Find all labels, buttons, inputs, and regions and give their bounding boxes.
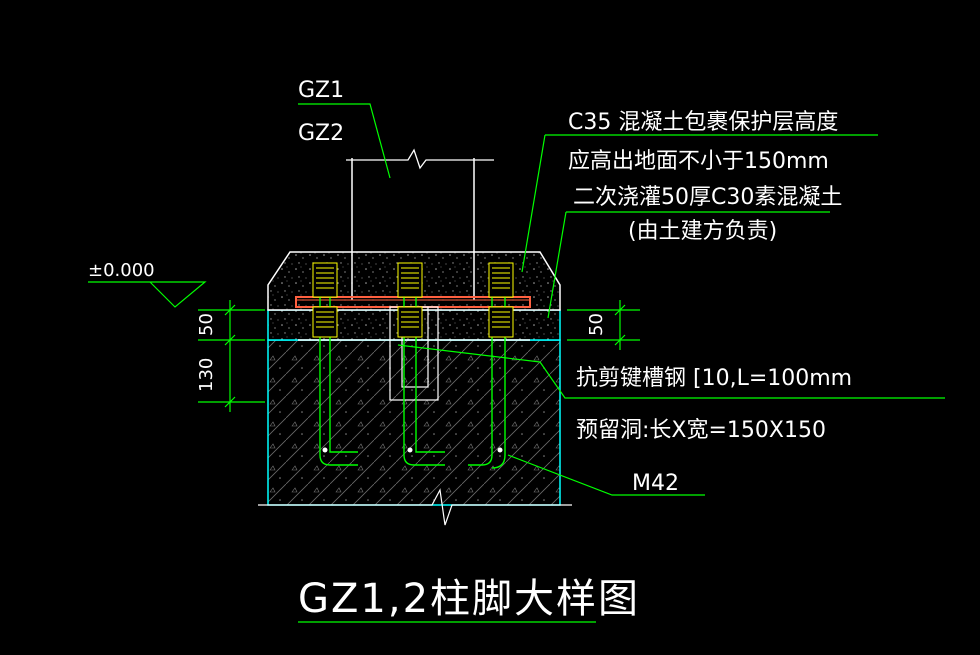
bolt-thread-marks	[316, 267, 510, 328]
level-mark: ±0.000	[88, 260, 155, 281]
note-c35-line1: C35 混凝土包裹保护层高度	[568, 110, 838, 135]
note-grout-line1: 二次浇灌50厚C30素混凝土	[573, 185, 842, 210]
dimension-right-top: 50	[586, 313, 607, 336]
leader-lines	[88, 103, 945, 623]
column-break-mark	[346, 148, 494, 170]
anchor-bolt-center	[397, 262, 445, 466]
dimension-ticks	[224, 304, 626, 408]
dimension-left-top: 50	[196, 313, 217, 336]
column-label-gz1: GZ1	[298, 78, 344, 103]
bottom-break-mark	[258, 488, 572, 526]
foundation-pier	[267, 339, 561, 506]
note-reserved-hole: 预留洞:长X宽=150X150	[576, 418, 826, 443]
note-anchor-bolt: M42	[632, 471, 679, 496]
drawing-title: GZ1,2柱脚大样图	[298, 576, 640, 622]
note-grout-line2: (由土建方负责)	[628, 219, 777, 244]
note-shear-key: 抗剪键槽钢 [10,L=100mm	[576, 366, 852, 391]
dimension-left-bottom: 130	[196, 358, 217, 392]
column-label-gz2: GZ2	[298, 121, 344, 146]
note-c35-line2: 应高出地面不小于150mm	[568, 149, 829, 174]
